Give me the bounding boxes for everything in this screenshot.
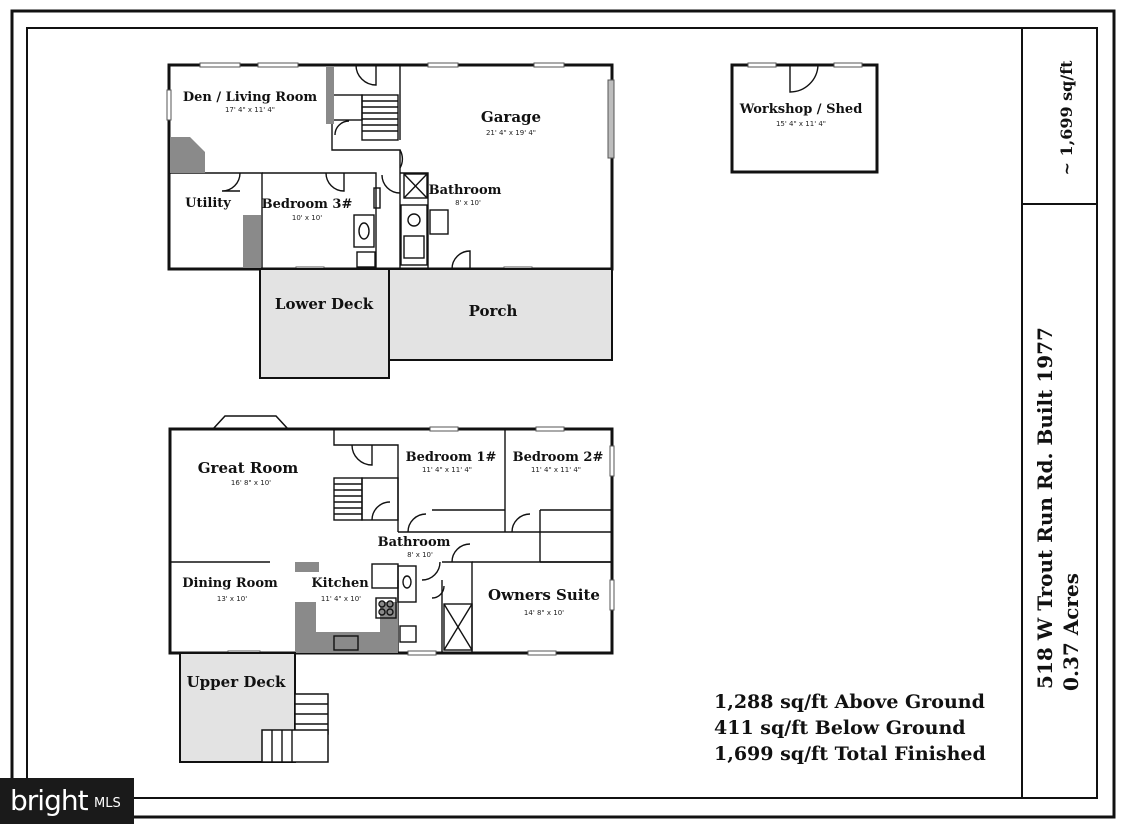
door-swing bbox=[334, 120, 350, 136]
garage-door bbox=[607, 79, 615, 159]
summary-below: 411 sq/ft Below Ground bbox=[714, 717, 966, 739]
door-swing bbox=[381, 174, 401, 194]
summary-total: 1,699 sq/ft Total Finished bbox=[714, 743, 986, 765]
door-swing bbox=[355, 64, 377, 86]
wall bbox=[400, 172, 429, 269]
sidebar-total-sqft: ~ 1,699 sq/ft bbox=[1057, 60, 1076, 176]
door-swing bbox=[789, 64, 819, 93]
bright-mls-watermark: bright MLS bbox=[0, 778, 134, 824]
room-dim: 8' x 10' bbox=[455, 199, 481, 207]
watermark-brand: bright bbox=[10, 784, 89, 817]
window bbox=[166, 89, 172, 121]
room-name: Bathroom bbox=[429, 183, 502, 198]
shower bbox=[443, 603, 473, 651]
room-name: Owners Suite bbox=[488, 586, 600, 604]
watermark-suffix: MLS bbox=[94, 796, 121, 811]
door-swing bbox=[221, 172, 241, 192]
room-dim: 14' 8" x 10' bbox=[524, 609, 564, 617]
workshop-plan: Workshop / Shed 15' 4" x 11' 4" bbox=[730, 62, 879, 174]
room-name: Bedroom 3# bbox=[262, 197, 353, 212]
stairs bbox=[331, 94, 399, 141]
room-name: Den / Living Room bbox=[183, 90, 318, 105]
toilet bbox=[399, 625, 417, 643]
kitchen-counter bbox=[295, 602, 398, 653]
room-name: Bedroom 2# bbox=[513, 450, 604, 465]
deck-stairs bbox=[261, 693, 329, 763]
room-dim: 11' 4" x 11' 4" bbox=[531, 466, 581, 474]
window bbox=[199, 62, 241, 68]
room-name: Lower Deck bbox=[275, 295, 374, 313]
window bbox=[427, 62, 459, 68]
area-summary: 1,288 sq/ft Above Ground 411 sq/ft Below… bbox=[714, 691, 986, 765]
room-name: Garage bbox=[481, 108, 541, 126]
bay-window bbox=[211, 415, 290, 430]
room-dim: 8' x 10' bbox=[407, 551, 433, 559]
door-swing bbox=[325, 172, 345, 192]
room-name: Kitchen bbox=[311, 576, 369, 591]
inner-frame bbox=[26, 27, 1098, 799]
lower-level-plan: Den / Living Room 17' 4" x 11' 4" Garage… bbox=[166, 62, 615, 379]
sink bbox=[429, 209, 449, 235]
room-name: Porch bbox=[469, 302, 518, 320]
summary-above: 1,288 sq/ft Above Ground bbox=[714, 691, 985, 713]
wall bbox=[262, 172, 377, 269]
room-dim: 11' 4" x 10' bbox=[321, 595, 361, 603]
room-dim: 17' 4" x 11' 4" bbox=[225, 106, 275, 114]
sink bbox=[358, 222, 370, 240]
room-name: Utility bbox=[185, 196, 231, 211]
laundry bbox=[400, 204, 428, 266]
upper-level-plan: Great Room 16' 8" x 10' Bedroom 1# 11' 4… bbox=[168, 415, 615, 763]
room-name: Workshop / Shed bbox=[739, 102, 863, 117]
room-name: Great Room bbox=[198, 459, 299, 477]
room-name: Upper Deck bbox=[187, 673, 286, 691]
door-swing bbox=[451, 250, 471, 270]
sidebar-acres: 0.37 Acres bbox=[1059, 573, 1083, 691]
cabinet bbox=[326, 66, 334, 124]
window bbox=[257, 62, 299, 68]
utility-unit bbox=[243, 215, 261, 268]
lower-deck bbox=[259, 268, 390, 379]
shower bbox=[403, 173, 428, 199]
room-name: Bedroom 1# bbox=[406, 450, 497, 465]
fireplace bbox=[170, 137, 205, 173]
room-dim: 21' 4" x 19' 4" bbox=[486, 129, 536, 137]
room-dim: 15' 4" x 11' 4" bbox=[776, 120, 826, 128]
room-name: Dining Room bbox=[182, 576, 278, 591]
outer-frame bbox=[10, 9, 1116, 819]
room-name: Bathroom bbox=[378, 535, 451, 550]
vanity bbox=[353, 214, 375, 248]
room-dim: 16' 8" x 10' bbox=[231, 479, 271, 487]
room-dim: 13' x 10' bbox=[217, 595, 247, 603]
stove bbox=[375, 597, 397, 619]
toilet bbox=[356, 251, 376, 268]
sidebar-address: 518 W Trout Run Rd. Built 1977 bbox=[1033, 327, 1057, 689]
room-dim: 10' x 10' bbox=[292, 214, 322, 222]
porch bbox=[388, 268, 613, 361]
stairs bbox=[333, 477, 399, 521]
window bbox=[533, 62, 565, 68]
fridge bbox=[371, 563, 399, 589]
door-swing bbox=[399, 149, 404, 169]
kitchen-sink bbox=[333, 635, 359, 651]
sink bbox=[402, 575, 412, 589]
room-dim: 11' 4" x 11' 4" bbox=[422, 466, 472, 474]
